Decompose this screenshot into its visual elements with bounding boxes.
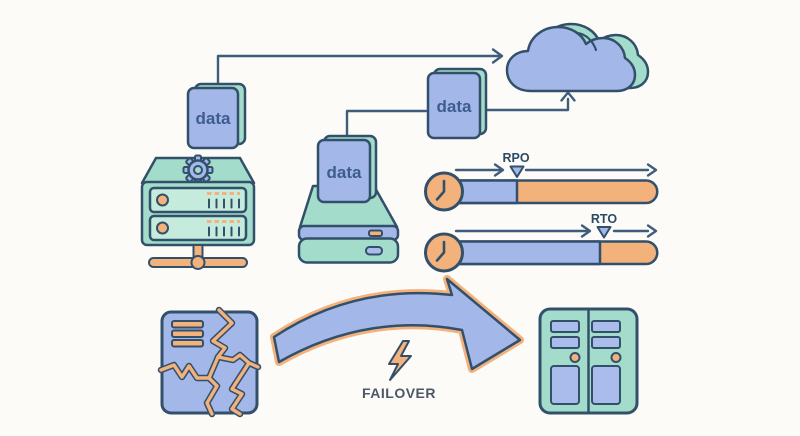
server-icon [140,154,256,270]
lightning-icon [388,340,412,381]
timeline-marker-icon [509,165,525,178]
clock-icon [424,171,464,212]
timeline-marker-icon [596,226,612,239]
cabinet-door-left [550,320,581,405]
drive-slot [365,246,383,256]
drive-slot [368,229,383,237]
data-document-icon: data [186,82,247,150]
document-label: data [437,97,473,116]
cabinet-door-right [591,320,622,405]
door-knob [569,352,581,363]
server-rack-unit [148,214,248,242]
rpo-timeline: RPO [424,151,659,212]
clock-icon [424,232,464,273]
failover-label: FAILOVER [362,385,436,401]
rto-label: RTO [591,212,617,226]
connector-document-to-cloud [481,91,576,112]
server-cabinet-icon [538,307,639,415]
damaged-server-icon [157,306,262,418]
status-led [156,221,169,235]
document-label: data [327,163,363,182]
connector-storage-to-document [345,109,428,141]
data-document-icon: data [316,134,378,204]
timeline-elapsed-segment [450,240,602,266]
failover-arrow-icon [270,275,524,373]
server-slot-bars [171,320,204,348]
document-label: data [196,109,232,128]
backup-storage-icon: data [297,134,400,264]
network-hub-icon [148,244,248,270]
gear-icon [182,154,214,186]
status-led [156,193,169,207]
rto-timeline: RTO [424,212,659,273]
server-rack-unit [148,186,248,214]
data-document-icon: data [426,67,488,140]
connector-server-to-cloud [216,48,504,86]
door-knob [610,352,622,363]
cloud-icon [505,22,650,93]
crack-lines [157,306,262,418]
rpo-label: RPO [502,151,529,165]
